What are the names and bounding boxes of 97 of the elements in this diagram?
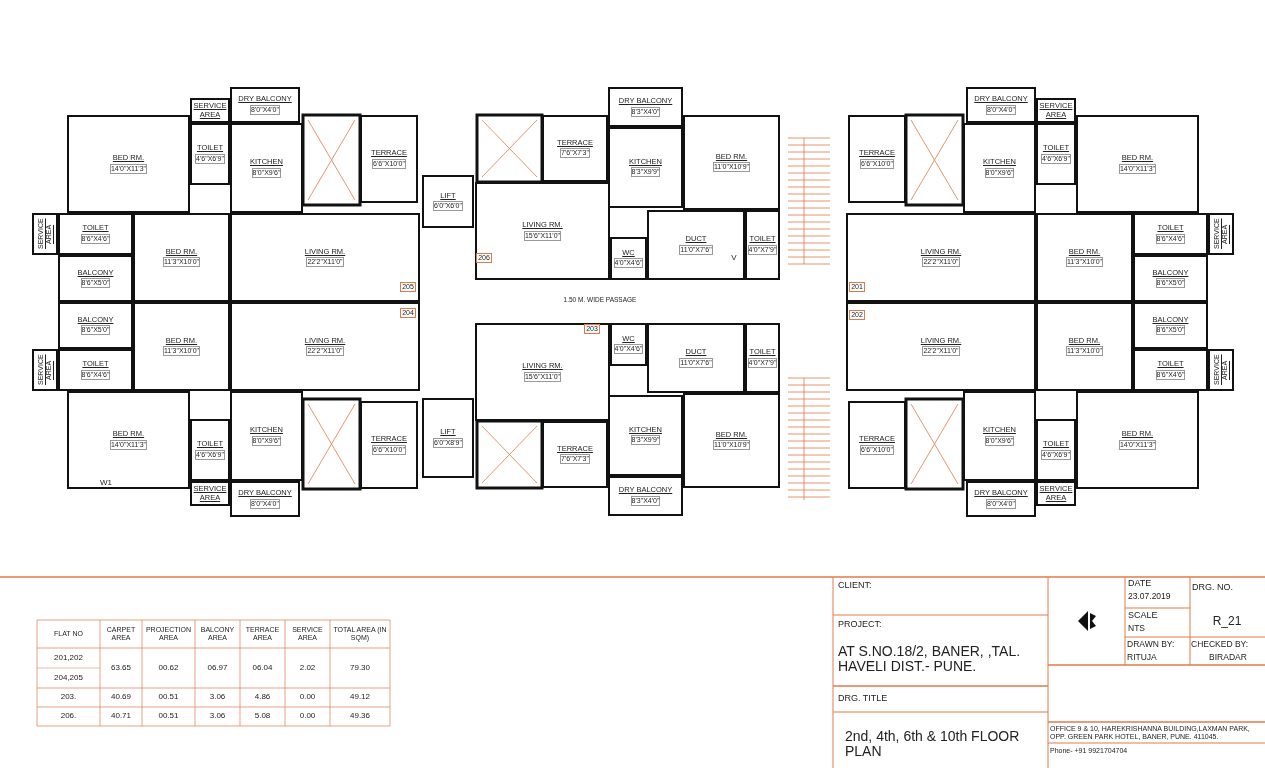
field-label: DATE [1128, 579, 1152, 589]
field-value: RITUJA [1127, 652, 1157, 663]
room [610, 323, 647, 366]
room [422, 398, 474, 478]
room [230, 481, 300, 517]
room [190, 419, 230, 481]
room [475, 323, 610, 421]
room [963, 391, 1036, 481]
flat-number: 201,202 [54, 653, 83, 663]
field-value: R_21 [1212, 615, 1242, 629]
area-value: 40.71 [111, 712, 131, 721]
room [542, 115, 608, 182]
room [230, 391, 303, 481]
room [133, 302, 230, 391]
room [966, 87, 1036, 123]
room [360, 401, 418, 489]
room [848, 115, 906, 203]
area-value: 00.62 [158, 663, 179, 673]
room [1076, 391, 1199, 489]
room [745, 210, 780, 280]
room [683, 393, 780, 488]
drawing-title: 2nd, 4th, 6th & 10th FLOOR PLAN [845, 728, 1021, 760]
field-label: DRG. NO. [1192, 583, 1233, 593]
field-value: 23.07.2019 [1128, 592, 1171, 602]
room [1133, 213, 1208, 255]
room [608, 87, 683, 127]
area-value: 06.97 [207, 663, 228, 673]
room [1036, 213, 1133, 302]
area-value: 00.51 [158, 693, 179, 702]
room [1036, 123, 1076, 185]
room [1133, 255, 1208, 302]
area-value: 40.69 [111, 693, 131, 702]
room [647, 210, 745, 280]
room [32, 349, 58, 391]
field-label: PROJECT: [838, 620, 882, 630]
room [1208, 213, 1234, 255]
room [230, 123, 303, 213]
field-label: CLIENT: [838, 581, 872, 591]
room [230, 302, 420, 391]
field-label: SCALE [1128, 610, 1158, 621]
room [1133, 349, 1208, 391]
room [58, 213, 133, 255]
room [67, 115, 190, 213]
area-value: 3.06 [209, 693, 226, 702]
room [647, 323, 745, 393]
room-tag: V [731, 253, 737, 263]
room [846, 213, 1036, 302]
room [963, 123, 1036, 213]
project-address: AT S.NO.18/2, BANER, ,TAL. HAVELI DIST.- PUNE. [838, 643, 1022, 675]
area-value: 5.08 [254, 712, 271, 721]
room [58, 302, 133, 349]
field-label: CHECKED BY: [1191, 639, 1249, 650]
field-value: BIRADAR [1209, 652, 1247, 663]
room [745, 323, 780, 393]
room [58, 349, 133, 391]
room [58, 255, 133, 302]
room [1076, 115, 1199, 213]
room [32, 213, 58, 255]
room [846, 302, 1036, 391]
area-value: 79.30 [350, 663, 370, 673]
room [230, 213, 420, 302]
room [542, 421, 608, 488]
field-value: NTS [1128, 623, 1145, 634]
room [848, 401, 906, 489]
field-label: DRG. TITLE [838, 694, 888, 704]
area-value: 00.51 [158, 712, 179, 721]
room [230, 87, 300, 123]
flat-number: 204,205 [54, 673, 83, 683]
window-tag: W1 [100, 479, 112, 488]
area-value: 63.65 [111, 663, 131, 673]
room [1133, 302, 1208, 349]
area-value: 0.00 [299, 712, 316, 721]
area-value: 06.04 [252, 663, 273, 673]
room [422, 175, 474, 228]
field-label: DRAWN BY: [1127, 639, 1175, 650]
room [683, 115, 780, 210]
area-value: 4.86 [254, 693, 271, 702]
room [1036, 419, 1076, 481]
area-value: 0.00 [299, 693, 316, 702]
area-value: 2.02 [299, 663, 316, 673]
room [1208, 349, 1234, 391]
room [1036, 302, 1133, 391]
room [360, 115, 418, 203]
area-value: 3.06 [209, 712, 226, 721]
room [67, 391, 190, 489]
area-value: 49.12 [350, 693, 370, 702]
room [608, 476, 683, 516]
area-value: 49.36 [350, 712, 370, 721]
room [608, 127, 683, 208]
room [966, 481, 1036, 517]
flat-number: 206. [60, 712, 77, 721]
room [475, 182, 610, 280]
flat-number: 203. [60, 693, 77, 702]
room [610, 237, 647, 280]
room [608, 395, 683, 476]
room [133, 213, 230, 302]
room [190, 123, 230, 185]
